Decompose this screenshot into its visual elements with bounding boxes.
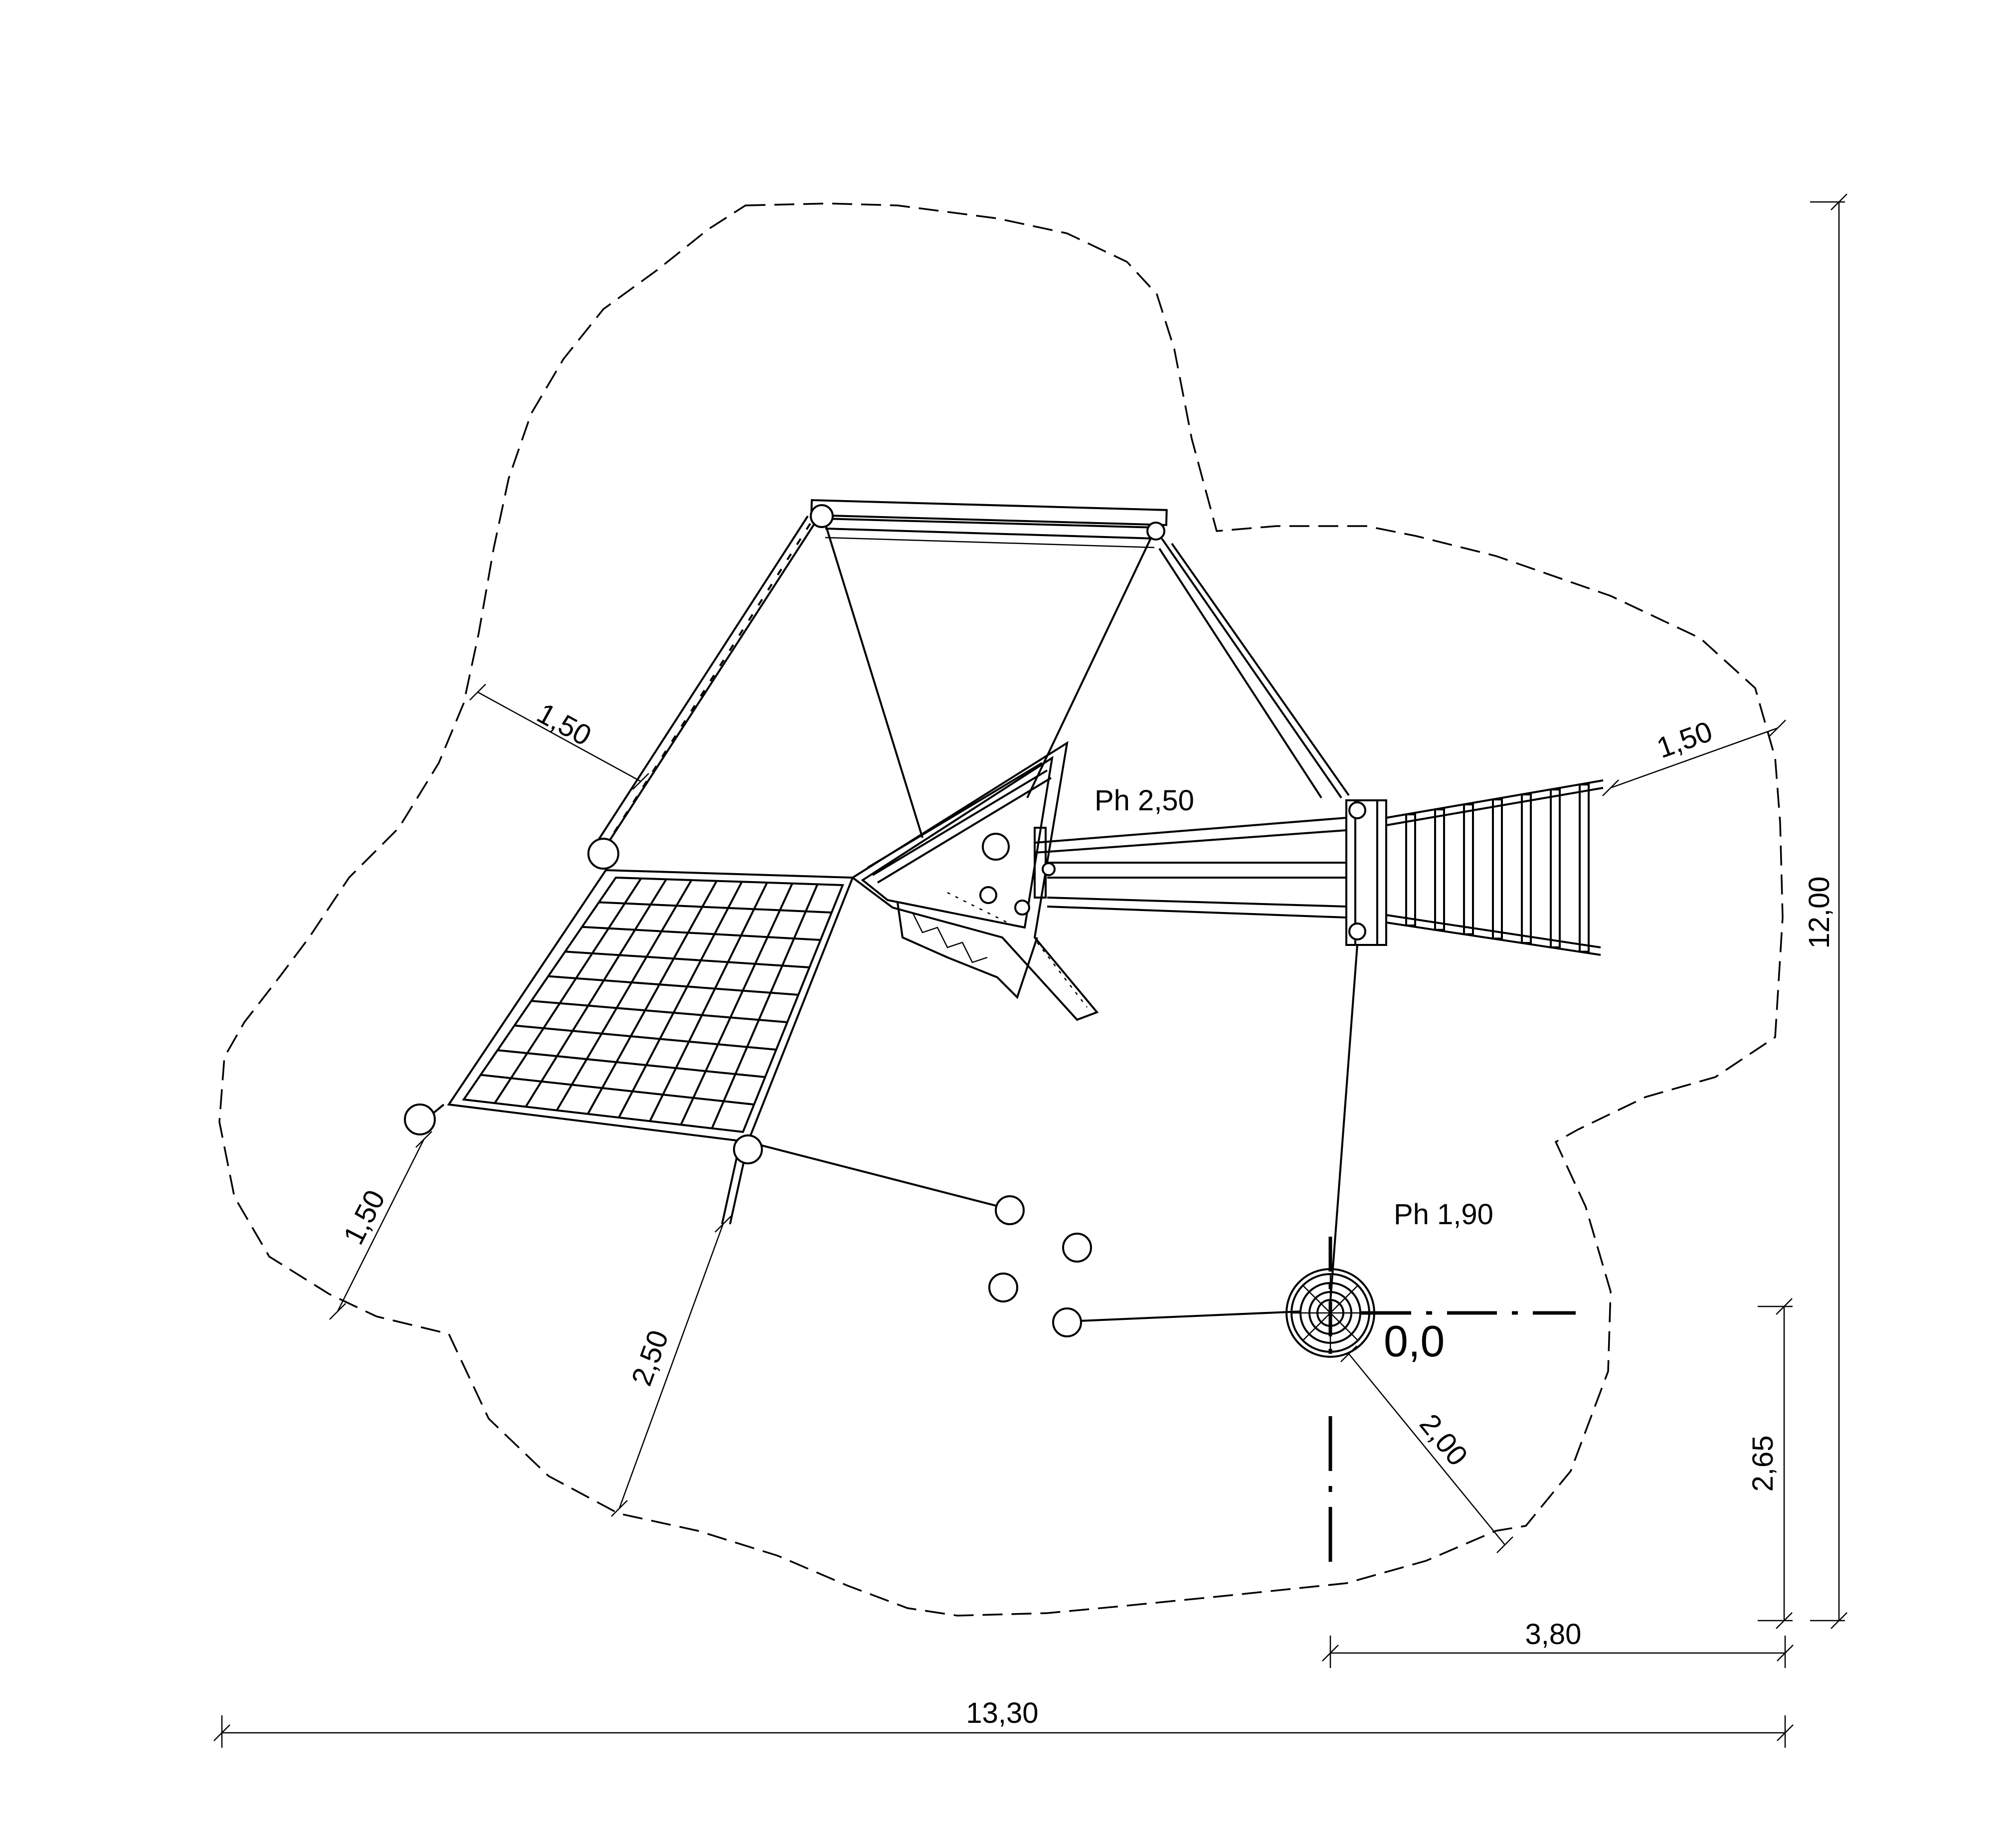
dimension-label-origin-to-bottom: 2,65 bbox=[1747, 1436, 1779, 1492]
net-line bbox=[649, 882, 768, 1122]
origin-label: 0,0 bbox=[1384, 1316, 1445, 1366]
net-anchors bbox=[415, 1104, 1010, 1225]
net-line bbox=[618, 881, 743, 1118]
net-line bbox=[587, 880, 718, 1114]
dimension-safety-left-upper: 1,50 bbox=[469, 684, 649, 790]
net-grid bbox=[480, 878, 832, 1129]
dimension-label-safety-bottom-left: 2,50 bbox=[625, 1326, 675, 1390]
climbing-net bbox=[447, 869, 854, 1143]
ladder-rung bbox=[1492, 798, 1503, 940]
ladder-rung bbox=[1434, 808, 1445, 931]
dimension-label-safety-left-lower: 1,50 bbox=[337, 1185, 391, 1250]
ladder-rung bbox=[1405, 813, 1416, 927]
dimension-label-overall-height: 12,00 bbox=[1803, 876, 1835, 948]
ladder-right bbox=[1386, 779, 1604, 956]
net-line bbox=[494, 878, 642, 1104]
net-line bbox=[582, 925, 821, 941]
safety-zone-outline bbox=[218, 202, 1784, 1617]
post-to-origin bbox=[1067, 944, 1358, 1322]
dimension-overall-height: 12,00 bbox=[1803, 193, 1847, 1629]
bridge bbox=[1034, 817, 1347, 919]
ladder-rung bbox=[1550, 788, 1561, 948]
dimension-overall-width: 13,30 bbox=[213, 1697, 1794, 1748]
net-line bbox=[599, 901, 832, 914]
net-line bbox=[711, 884, 819, 1129]
platform-height-lower: Ph 1,90 bbox=[1394, 1198, 1493, 1231]
platform-height-upper: Ph 2,50 bbox=[1095, 784, 1194, 817]
dimension-origin-to-right: 3,80 bbox=[1322, 1618, 1794, 1668]
ladder-rung bbox=[1579, 783, 1590, 953]
ladder-rung bbox=[1521, 793, 1532, 944]
dimension-label-safety-right: 1,50 bbox=[1652, 715, 1716, 764]
dimension-origin-to-bottom: 2,65 bbox=[1747, 1298, 1793, 1629]
dimension-label-overall-width: 13,30 bbox=[966, 1697, 1038, 1729]
ladder-rungs bbox=[1405, 783, 1590, 953]
dimension-safety-bottom-left: 2,50 bbox=[611, 1216, 732, 1517]
origin-spinner bbox=[1285, 1268, 1375, 1358]
chain-ladder bbox=[592, 515, 819, 851]
swing-top-beam bbox=[810, 499, 1168, 549]
dimension-label-safety-left-upper: 1,50 bbox=[532, 697, 596, 752]
dimension-label-origin-to-right: 3,80 bbox=[1525, 1618, 1582, 1651]
net-line bbox=[565, 950, 810, 968]
dimension-safety-left-lower: 1,50 bbox=[329, 1131, 432, 1320]
net-line bbox=[555, 879, 693, 1111]
net-line bbox=[680, 883, 793, 1125]
central-tower bbox=[851, 740, 1099, 1021]
right-platform bbox=[1345, 799, 1387, 946]
dimension-safety-right: 1,50 bbox=[1602, 715, 1786, 796]
net-line bbox=[514, 1024, 776, 1051]
net-line bbox=[531, 1000, 788, 1023]
posts bbox=[404, 504, 1366, 1337]
net-line bbox=[525, 879, 667, 1107]
swing-chains bbox=[824, 523, 1350, 838]
dimension-safety-bottom-right: 2,00 bbox=[1340, 1345, 1513, 1553]
net-line bbox=[480, 1074, 754, 1105]
ladder-rung bbox=[1463, 803, 1474, 935]
net-line bbox=[548, 975, 799, 996]
dimension-label-safety-bottom-right: 2,00 bbox=[1413, 1408, 1474, 1472]
net-line bbox=[497, 1049, 765, 1078]
